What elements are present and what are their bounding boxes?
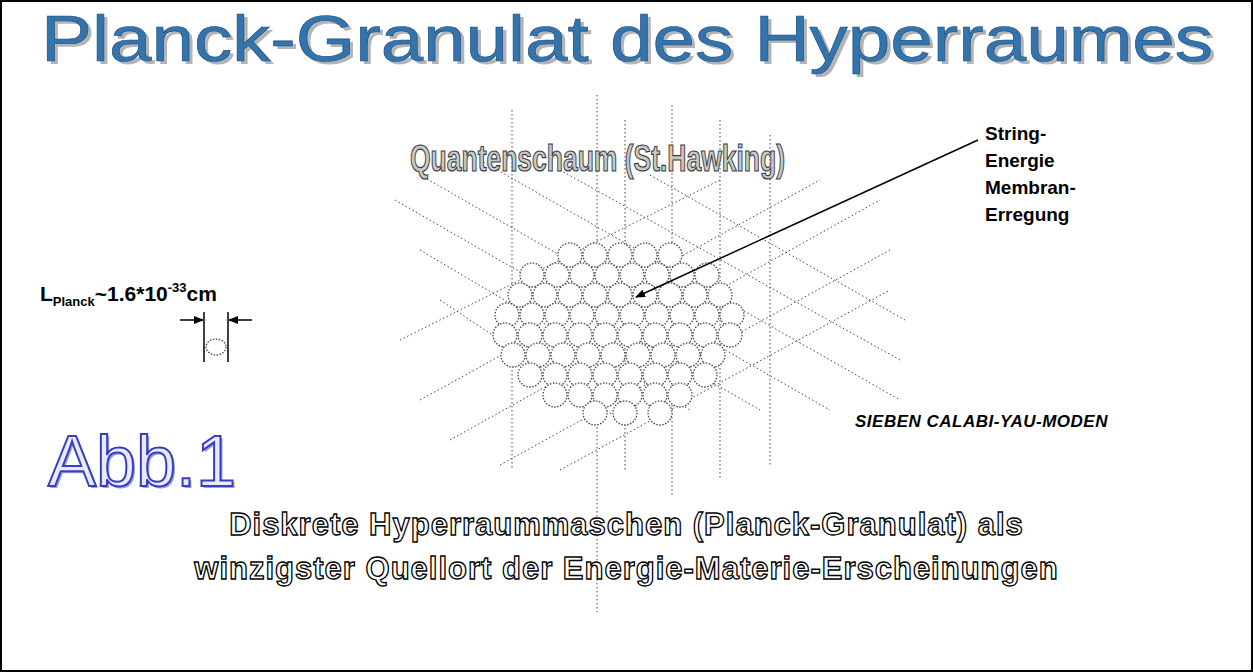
caption: Diskrete Hyperraummaschen (Planck-Granul… [191,503,1062,591]
dimension-arrow [229,319,252,321]
callout-text: String- Energie Membran- Erregung [985,120,1090,228]
grid-line [420,175,830,410]
grid-line [500,250,890,465]
grid-line [420,250,690,410]
dimension-part: ~1.6*10 [95,282,168,305]
dimension-line [227,312,229,362]
granule [543,383,567,407]
planck-granules [493,243,744,425]
dimension-line [203,312,205,362]
granule [693,363,717,387]
dimension-part: -33 [168,280,187,295]
grid-line [560,290,890,470]
foam-heading: Quantenschaum (St.Hawking) [410,138,785,180]
grid-line [650,175,905,320]
granule [583,401,607,425]
grid-line [395,200,760,410]
granule [613,401,637,425]
grid-line [480,160,900,400]
granule [668,383,692,407]
grid-line [400,180,720,340]
figure-number: Abb.1 [48,420,236,502]
title: Planck-Granulat des Hyperraumes [41,2,1213,76]
dimension-part: L [40,282,53,305]
grid-line [450,200,880,440]
granule [718,323,742,347]
dimension-part: Planck [53,294,95,309]
dimension-arrow [180,319,203,321]
grid-line [420,180,820,400]
granule [518,363,542,387]
planck-length-dimension [180,312,252,362]
granule [501,343,525,367]
granule [648,401,672,425]
granule [206,339,226,355]
grid-line [770,135,771,465]
note: SIEBEN CALABI-YAU-MODEN [855,412,1108,432]
dimension-part: cm [187,282,217,305]
dimension-label: LPlanck~1.6*10-33cm [40,280,217,309]
